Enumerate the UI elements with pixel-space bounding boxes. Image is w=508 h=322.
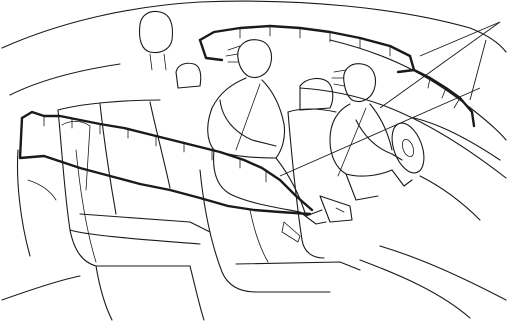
curtain-airbag-front xyxy=(200,26,474,126)
rear-door-panel xyxy=(18,150,57,256)
center-console xyxy=(320,196,352,222)
driver-figure xyxy=(330,64,412,200)
rear-seat xyxy=(58,100,210,320)
rear-passenger xyxy=(208,40,326,224)
curtain-airbag-rear xyxy=(20,112,312,214)
steering-wheel xyxy=(386,118,500,220)
rear-headrest xyxy=(139,12,200,89)
vehicle-body-outline xyxy=(2,1,506,318)
